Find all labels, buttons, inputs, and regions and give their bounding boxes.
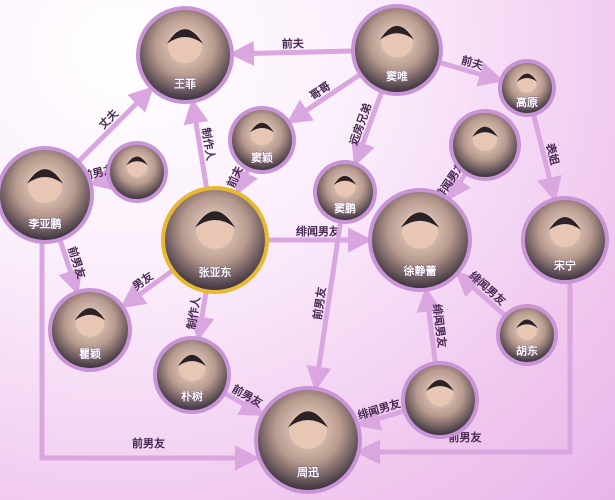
person-node-doupeng[interactable]: 窦鹏 [313,160,377,224]
edge-douwei-gaoyuan: 前夫 [439,53,504,87]
edge-hudong-xujinglei: 绯闻男友 [455,268,509,317]
person-node-zhouxun[interactable]: 周迅 [254,386,362,494]
hair-shape [380,25,414,40]
edge-line [87,166,115,191]
edge-fengman-zhouxun: 绯闻男友 [354,396,405,431]
person-node-liyapeng[interactable]: 李亚鹏 [0,146,94,244]
edge-line [354,406,405,431]
edge-zhangyadong-quying: 男友 [120,268,174,309]
person-node-zhangyadong[interactable]: 张亚东 [161,186,269,294]
edge-zhangyadong-pushu: 制作人 [184,291,215,342]
edge-douwei-doupeng: 远房兄弟 [346,91,384,167]
person-name: 朴树 [181,389,203,403]
edge-doupeng-zhouxun: 前男友 [306,222,343,392]
edge-label: 绯闻男友 [296,224,340,238]
person-node-fengman[interactable] [401,361,479,439]
person-node-smallwoman[interactable] [106,141,168,203]
person-node-xujinglei[interactable]: 徐静蕾 [368,188,472,292]
edge-line [120,268,174,309]
person-name: 宋宁 [553,258,576,272]
person-name: 胡东 [516,343,538,357]
person-node-douying[interactable]: 窦颖 [228,106,296,174]
edge-line [39,240,260,471]
edge-line [189,291,215,342]
edge-label: 制作人 [199,127,218,163]
hair-shape [250,122,274,133]
person-name: 李亚鹏 [28,216,62,230]
person-name: 王菲 [174,76,196,90]
edge-douwei-wangfei: 前夫 [228,36,353,66]
edge-line [235,167,258,196]
person-node-pushu[interactable]: 朴树 [153,336,231,414]
edge-liyapeng-zhouxun: 前男友 [39,240,260,471]
edge-line [286,72,361,124]
hair-shape [126,156,148,166]
hair-shape [400,212,440,228]
edge-fengman-xujinglei: 绯闻男友 [416,286,449,363]
hair-shape [27,169,63,184]
edge-line [223,391,266,417]
hair-shape [195,211,235,228]
edge-line [57,239,83,295]
edge-label: 前夫 [282,36,305,51]
hair-shape [549,217,581,230]
edge-line [228,40,353,66]
edge-liyapeng-quying: 前男友 [57,239,89,295]
person-node-quying[interactable]: 瞿颖 [48,288,132,372]
edge-line [439,60,504,87]
edge-label: 前男友 [310,286,329,321]
person-name: 瞿颖 [79,346,101,360]
person-node-hudong[interactable]: 胡东 [496,304,558,366]
person-name: 徐静蕾 [403,264,437,278]
hair-shape [288,411,328,428]
person-name: 窦鹏 [334,201,356,215]
hair-shape [472,126,498,137]
edge-line [77,86,154,163]
hair-shape [516,319,538,329]
edge-douwei-douying: 哥哥 [286,72,361,124]
person-name: 窦唯 [386,69,408,83]
edge-zhangyadong-xujinglei: 绯闻男友 [268,224,373,253]
edge-zhangyadong-wangfei: 制作人 [183,98,218,189]
edge-label: 前夫 [460,53,486,73]
edge-label: 前男友 [132,436,165,450]
edge-label: 丈夫 [96,106,122,132]
person-node-douwei[interactable]: 窦唯 [351,4,443,96]
person-name: 窦颖 [251,151,273,165]
edge-line [416,286,442,363]
edge-gaoyuan-songning: 表姐 [531,114,562,203]
hair-shape [167,29,203,44]
hair-shape [426,379,454,392]
edge-label: 绯闻男友 [430,303,449,348]
person-node-wangfei[interactable]: 王菲 [136,6,234,104]
edge-line [306,222,343,392]
edge-line [455,271,507,317]
hair-shape [74,308,106,321]
person-node-songning[interactable]: 宋宁 [521,196,609,284]
edge-line [446,172,471,202]
person-name: 高原 [516,95,538,109]
edge-label: 表姐 [543,141,562,167]
edge-label: 制作人 [184,294,204,330]
person-node-gaoyuan[interactable]: 高原 [498,59,556,117]
person-name: 周迅 [297,466,319,479]
hair-shape [333,175,357,185]
edge-label: 男友 [130,269,156,293]
edge-pushu-zhouxun: 前男友 [223,382,266,417]
edge-line [531,114,562,203]
person-name: 张亚东 [199,265,232,279]
hair-shape [517,73,537,82]
person-node-wangshuo[interactable] [449,109,521,181]
edge-line [183,98,209,189]
edge-line [355,280,573,465]
hair-shape [178,354,206,367]
edge-line [351,91,384,167]
